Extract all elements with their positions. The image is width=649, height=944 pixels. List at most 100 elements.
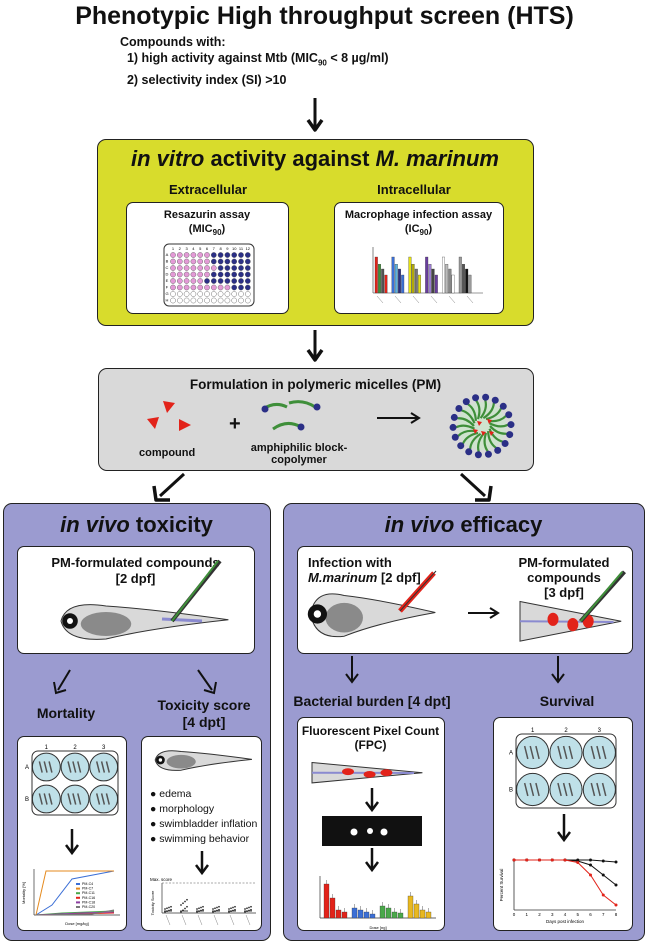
plate-well bbox=[231, 265, 237, 271]
plate-well bbox=[245, 258, 251, 265]
toxicity-pm-time: [2 dpf] bbox=[115, 571, 156, 586]
extracellular-label: Extracellular bbox=[168, 182, 248, 197]
tox-point bbox=[202, 908, 204, 911]
plate-well bbox=[231, 252, 237, 258]
fpc-bar bbox=[391, 911, 398, 919]
micelle-head bbox=[457, 442, 465, 450]
micelle-compound bbox=[473, 429, 478, 434]
tox-point bbox=[186, 898, 188, 901]
formulation-title: Formulation in polymeric micelles (PM) bbox=[189, 377, 442, 392]
arrow-down-icon bbox=[345, 656, 359, 684]
legend-swatch bbox=[76, 906, 80, 908]
macrophage-bar bbox=[391, 256, 395, 294]
plate-well bbox=[197, 291, 204, 297]
tox-point bbox=[228, 908, 230, 910]
fpc-title: Fluorescent Pixel Count (FPC) bbox=[301, 724, 440, 752]
plate-well bbox=[211, 284, 217, 291]
tox-point bbox=[230, 907, 232, 910]
tox-point bbox=[250, 908, 252, 911]
macrophage-bar bbox=[374, 256, 378, 294]
tox-point bbox=[234, 908, 236, 911]
micelle-chain bbox=[485, 407, 503, 421]
tox-point bbox=[182, 902, 184, 905]
fpc-card: Fluorescent Pixel Count (FPC) Dose [ng] bbox=[297, 717, 445, 931]
micelle-head bbox=[465, 448, 473, 456]
burden-label: Bacterial burden [4 dpt] bbox=[293, 693, 451, 709]
tox-point bbox=[218, 905, 220, 908]
survival-point bbox=[601, 893, 605, 897]
micelle-chain bbox=[487, 431, 497, 449]
survival-label: Survival bbox=[539, 693, 595, 709]
plate-well bbox=[204, 271, 210, 278]
compound-icon bbox=[147, 401, 191, 431]
survival-point bbox=[525, 858, 529, 862]
survival-series bbox=[514, 859, 617, 906]
fpc-bar bbox=[379, 905, 386, 919]
plate-row-label: H bbox=[166, 298, 169, 303]
plate-well bbox=[204, 278, 210, 284]
plate-well bbox=[238, 278, 244, 284]
larva-icon bbox=[590, 745, 596, 760]
plate-well bbox=[582, 735, 616, 770]
micelle-head bbox=[472, 394, 480, 402]
micelle-head bbox=[451, 433, 459, 441]
arrow-down-icon bbox=[195, 851, 209, 876]
plate-well bbox=[245, 297, 251, 304]
fpc-bar bbox=[335, 909, 342, 919]
tox-point bbox=[244, 908, 246, 910]
larva-icon bbox=[100, 793, 106, 805]
fpc-bar bbox=[323, 883, 330, 919]
formulation-panel: Formulation in polymeric micelles (PM) c… bbox=[98, 368, 534, 471]
larva-icon bbox=[590, 782, 596, 797]
plate-well bbox=[211, 297, 217, 304]
tox-point bbox=[212, 908, 214, 910]
mortality-series bbox=[35, 909, 115, 916]
macrophage-bar bbox=[468, 274, 472, 294]
well-col-label: 3 bbox=[102, 745, 106, 751]
plate-well bbox=[217, 291, 224, 297]
infection-title: Infection with M.marinum [2 dpf] bbox=[308, 555, 421, 585]
plate-well bbox=[217, 297, 224, 304]
arrow-down-icon bbox=[306, 98, 324, 132]
plate-well bbox=[245, 278, 251, 284]
zebrafish-icon bbox=[60, 559, 229, 640]
plate-well bbox=[204, 265, 210, 271]
plate-well bbox=[231, 291, 237, 297]
plate-well bbox=[204, 258, 210, 265]
plate-well bbox=[183, 265, 190, 271]
micelle-chain bbox=[457, 417, 475, 427]
fpc-bar bbox=[357, 909, 364, 919]
tox-point bbox=[196, 908, 198, 910]
fpc-bar bbox=[351, 907, 358, 919]
macrophage-bar bbox=[451, 274, 455, 294]
larva-icon bbox=[105, 793, 110, 805]
macrophage-bar bbox=[378, 264, 381, 294]
plate-well bbox=[211, 278, 217, 284]
zebrafish-tail-icon bbox=[519, 570, 626, 642]
toxscore-label: Toxicity score bbox=[157, 697, 251, 713]
toxicity-pm-title: PM-formulated compounds bbox=[51, 555, 220, 570]
plate-col-label: 2 bbox=[179, 246, 182, 251]
plate-well bbox=[217, 278, 224, 284]
larva-icon bbox=[43, 761, 48, 773]
plate-well bbox=[170, 284, 176, 291]
tox-point bbox=[218, 908, 220, 911]
macrophage-bar bbox=[445, 264, 449, 294]
micelle-head bbox=[482, 393, 490, 401]
micelle-compound bbox=[477, 421, 482, 426]
plate-well bbox=[211, 252, 217, 258]
larva-icon bbox=[48, 793, 53, 805]
arrow-down-icon bbox=[306, 330, 324, 362]
legend-entry: PM-C7 bbox=[82, 887, 93, 891]
plate-well bbox=[211, 258, 217, 265]
micelle-compound bbox=[481, 431, 486, 436]
plate-well bbox=[211, 291, 217, 297]
legend-swatch bbox=[76, 892, 80, 895]
survival-point bbox=[614, 860, 618, 864]
bacteria-cluster bbox=[342, 768, 354, 776]
plate-well bbox=[224, 252, 231, 258]
survival-point bbox=[589, 873, 592, 877]
plate-well bbox=[190, 291, 197, 297]
